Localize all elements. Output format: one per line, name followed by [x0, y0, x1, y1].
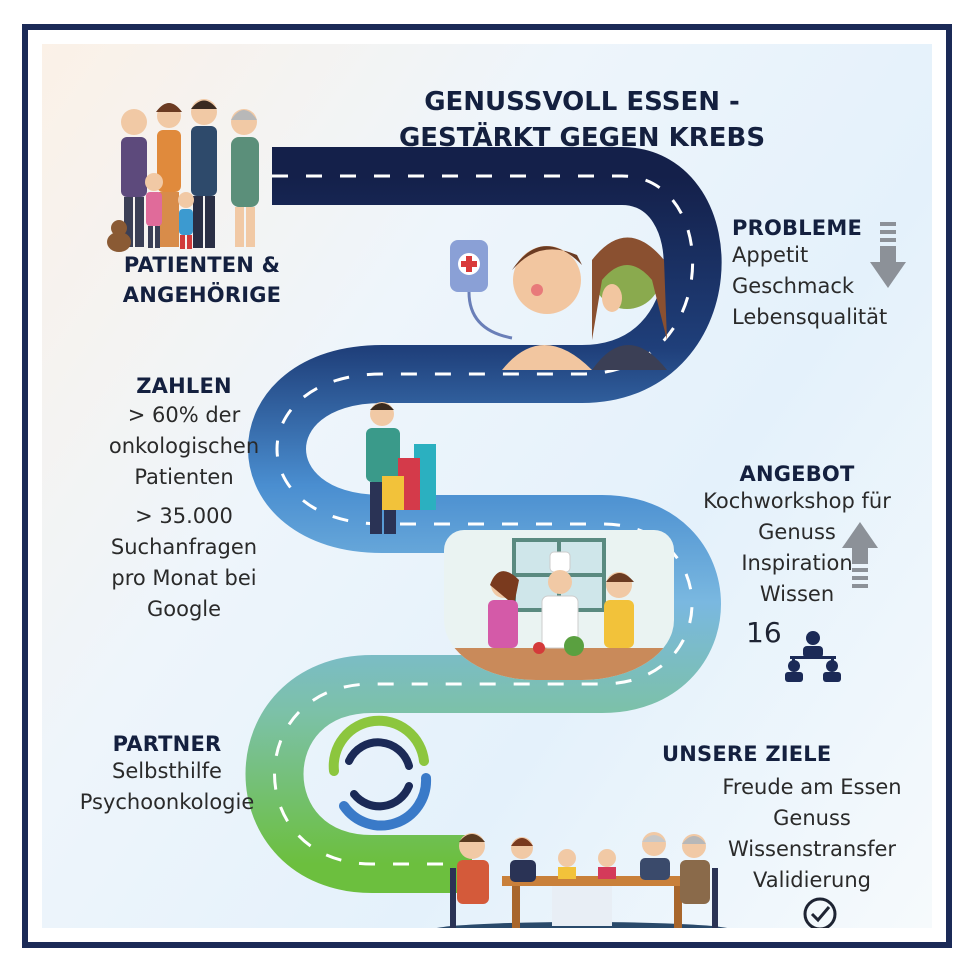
angebot-item-3: Inspiration	[741, 551, 853, 575]
zahlen-stat-1-line-1: > 60% der	[127, 403, 241, 427]
arrow-down-icon	[870, 222, 906, 288]
cooking-workshop-illustration	[444, 530, 674, 680]
zahlen-stat-1-line-2: onkologischen	[108, 434, 260, 458]
statistics-person-illustration	[366, 402, 436, 534]
partner-section: PARTNER Selbsthilfe Psychoonkologie	[62, 732, 272, 818]
probleme-item-3: Lebensqualität	[732, 305, 888, 329]
partner-logo	[328, 715, 432, 831]
people-group-icon	[785, 631, 841, 682]
participant-count: 16	[746, 616, 782, 649]
page-title: GENUSSVOLL ESSEN - GESTÄRKT GEGEN KREBS	[342, 84, 822, 156]
patients-illness-illustration	[450, 237, 667, 370]
infographic-canvas: GENUSSVOLL ESSEN - GESTÄRKT GEGEN KREBS …	[42, 44, 932, 928]
patients-line-2: ANGEHÖRIGE	[122, 283, 282, 307]
title-line-2: GESTÄRKT GEGEN KREBS	[398, 123, 766, 153]
ziele-item-4: Validierung	[753, 868, 871, 892]
infographic-frame: GENUSSVOLL ESSEN - GESTÄRKT GEGEN KREBS …	[22, 24, 952, 948]
patients-label: PATIENTEN & ANGEHÖRIGE	[102, 250, 302, 310]
family-dinner-illustration	[436, 832, 728, 928]
zahlen-stat-1-line-3: Patienten	[134, 465, 234, 489]
check-circle-icon	[803, 897, 837, 928]
partner-heading: PARTNER	[112, 732, 222, 756]
title-line-1: GENUSSVOLL ESSEN -	[424, 87, 740, 117]
angebot-heading: ANGEBOT	[739, 462, 855, 486]
zahlen-stat-2-line-2: Suchanfragen	[110, 535, 258, 559]
partner-item-2: Psychoonkologie	[79, 790, 255, 814]
zahlen-section: ZAHLEN > 60% der onkologischen Patienten…	[84, 374, 284, 625]
patients-line-1: PATIENTEN &	[123, 253, 281, 277]
probleme-heading: PROBLEME	[732, 216, 862, 240]
ziele-item-1: Freude am Essen	[722, 775, 902, 799]
zahlen-stat-2-line-3: pro Monat bei	[111, 566, 257, 590]
probleme-section: PROBLEME Appetit Geschmack Lebensqualitä…	[732, 216, 922, 333]
ziele-heading: UNSERE ZIELE	[662, 742, 832, 766]
ziele-item-2: Genuss	[773, 806, 851, 830]
probleme-item-2: Geschmack	[732, 274, 855, 298]
arrow-up-icon	[842, 522, 878, 588]
ziele-item-3: Wissenstransfer	[727, 837, 897, 861]
angebot-item-4: Wissen	[759, 582, 835, 606]
zahlen-stat-2-line-4: Google	[146, 597, 222, 621]
ziele-section: Freude am Essen Genuss Wissenstransfer V…	[712, 772, 912, 896]
angebot-item-2: Genuss	[758, 520, 836, 544]
partner-item-1: Selbsthilfe	[112, 759, 222, 783]
cooking-workshop-scene	[444, 538, 674, 680]
angebot-section: ANGEBOT Kochworkshop für Genuss Inspirat…	[692, 462, 902, 610]
probleme-item-1: Appetit	[732, 243, 809, 267]
family-illustration	[107, 99, 259, 252]
zahlen-heading: ZAHLEN	[136, 374, 232, 398]
zahlen-stat-2-line-1: > 35.000	[135, 504, 233, 528]
angebot-item-1: Kochworkshop für	[703, 489, 891, 513]
